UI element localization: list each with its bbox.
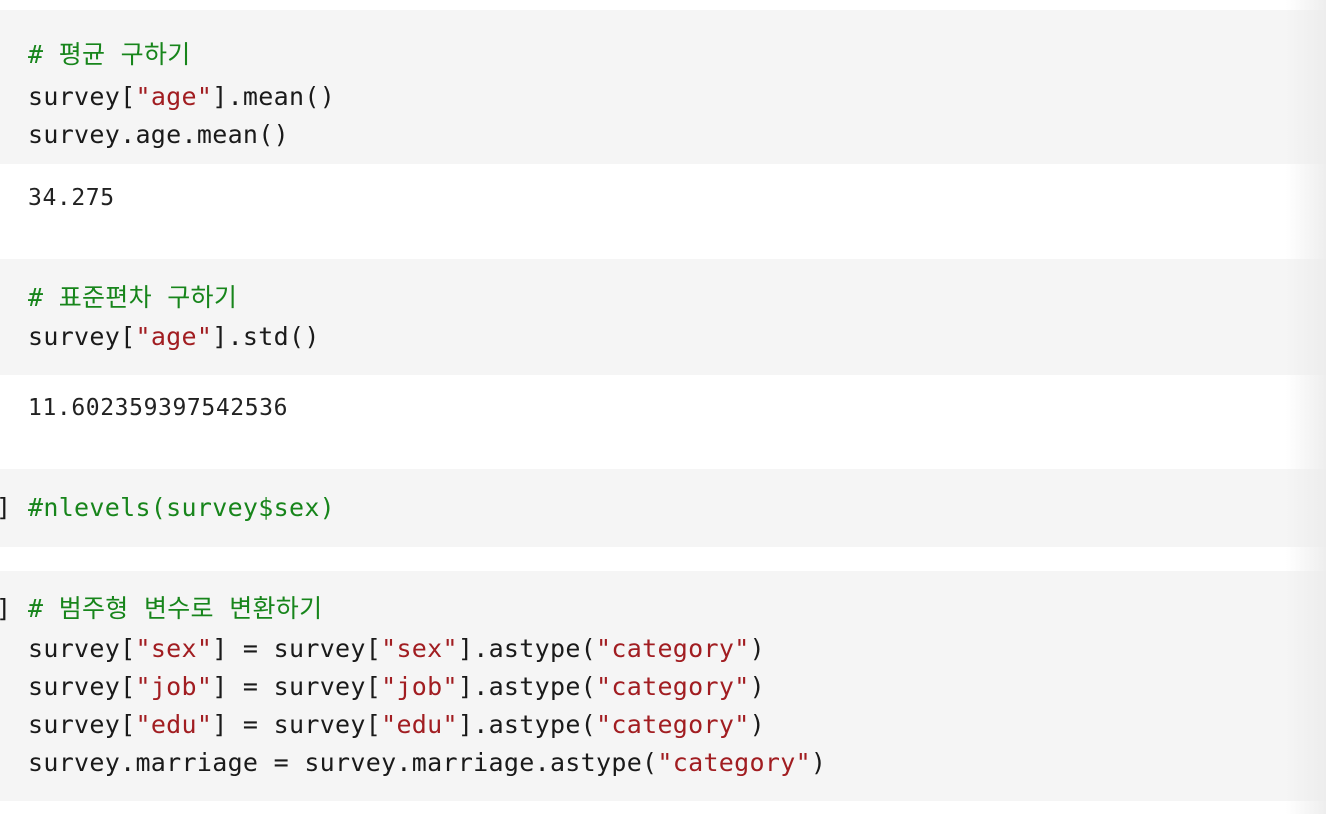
- code-line: survey.age.mean(): [28, 120, 289, 149]
- output-text: 34.275: [28, 185, 115, 211]
- code-comment: # 평균 구하기: [28, 40, 191, 69]
- cell-prompt-bracket: ]: [0, 590, 11, 628]
- code-comment: #nlevels(survey$sex): [28, 493, 336, 522]
- code-line: survey["sex"] = survey["sex"].astype("ca…: [28, 634, 765, 663]
- code-cell-nlevels[interactable]: ] #nlevels(survey$sex): [0, 469, 1326, 547]
- code-line: survey["age"].std(): [28, 322, 320, 351]
- cell-output-mean: 34.275: [0, 164, 1326, 259]
- code-cell-astype[interactable]: ] # 범주형 변수로 변환하기 survey["sex"] = survey[…: [0, 571, 1326, 801]
- code-line: survey["age"].mean(): [28, 82, 336, 111]
- cell-prompt-bracket: ]: [0, 489, 11, 527]
- code-cell-std[interactable]: # 표준편차 구하기 survey["age"].std(): [0, 259, 1326, 375]
- code-line: survey.marriage = survey.marriage.astype…: [28, 748, 827, 777]
- code-line: survey["job"] = survey["job"].astype("ca…: [28, 672, 765, 701]
- cell-output-std: 11.602359397542536: [0, 375, 1326, 469]
- code-line: survey["edu"] = survey["edu"].astype("ca…: [28, 710, 765, 739]
- output-text: 11.602359397542536: [28, 395, 289, 421]
- code-comment: # 표준편차 구하기: [28, 283, 238, 312]
- code-cell-mean[interactable]: # 평균 구하기 survey["age"].mean() survey.age…: [0, 10, 1326, 164]
- code-comment: # 범주형 변수로 변환하기: [28, 594, 323, 623]
